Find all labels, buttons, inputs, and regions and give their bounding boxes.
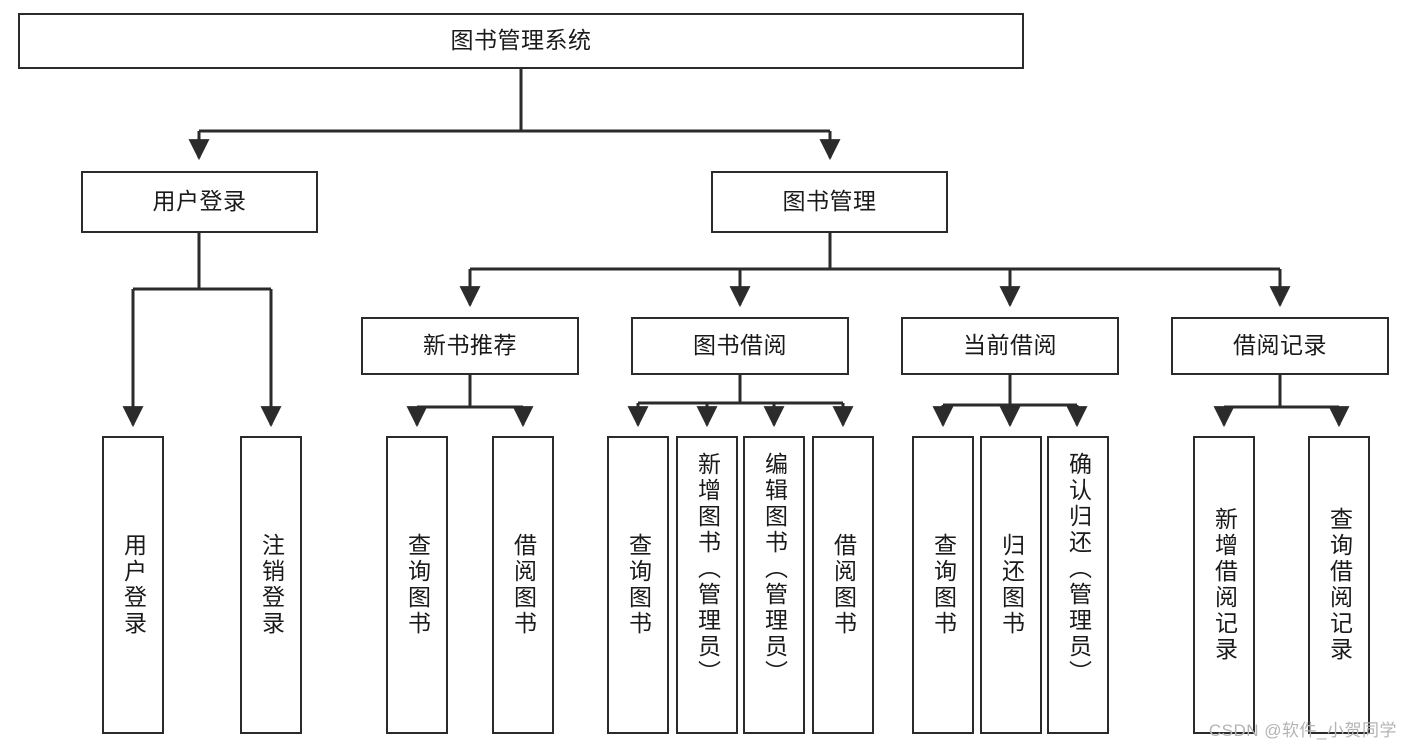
node-user-login[interactable]: 用户登录: [81, 171, 318, 233]
node-borrow-record-label: 借阅记录: [1233, 332, 1327, 359]
node-book-management-label: 图书管理: [782, 188, 877, 215]
node-leaf-user-login[interactable]: 用户登录: [102, 436, 164, 734]
node-new-book-recommend-label: 新书推荐: [423, 332, 517, 359]
node-current-borrow[interactable]: 当前借阅: [901, 317, 1119, 375]
node-current-borrow-label: 当前借阅: [963, 332, 1057, 359]
node-leaf-query-record-label: 查询借阅记录: [1326, 507, 1353, 663]
node-leaf-borrow-book-1[interactable]: 借阅图书: [492, 436, 554, 734]
node-leaf-borrow-book-2-label: 借阅图书: [830, 533, 857, 637]
node-leaf-add-book-label: 新增图书（管理员）: [694, 452, 721, 686]
node-leaf-query-book-2[interactable]: 查询图书: [607, 436, 669, 734]
node-leaf-add-book[interactable]: 新增图书（管理员）: [676, 436, 738, 734]
node-root-label: 图书管理系统: [450, 27, 592, 54]
node-leaf-query-book-3-label: 查询图书: [930, 533, 957, 637]
node-book-management[interactable]: 图书管理: [711, 171, 948, 233]
node-borrow-record[interactable]: 借阅记录: [1171, 317, 1389, 375]
node-leaf-return-book[interactable]: 归还图书: [980, 436, 1042, 734]
node-leaf-add-record-label: 新增借阅记录: [1211, 507, 1238, 663]
node-leaf-confirm-return-label: 确认归还（管理员）: [1065, 452, 1092, 686]
node-new-book-recommend[interactable]: 新书推荐: [361, 317, 579, 375]
node-leaf-logout-label: 注销登录: [258, 533, 285, 637]
node-leaf-query-book-1-label: 查询图书: [404, 533, 431, 637]
node-root[interactable]: 图书管理系统: [18, 13, 1024, 69]
node-leaf-query-record[interactable]: 查询借阅记录: [1308, 436, 1370, 734]
node-leaf-edit-book[interactable]: 编辑图书（管理员）: [743, 436, 805, 734]
node-leaf-query-book-3[interactable]: 查询图书: [912, 436, 974, 734]
node-leaf-borrow-book-2[interactable]: 借阅图书: [812, 436, 874, 734]
node-leaf-edit-book-label: 编辑图书（管理员）: [761, 452, 788, 686]
node-leaf-logout[interactable]: 注销登录: [240, 436, 302, 734]
node-book-borrow-label: 图书借阅: [693, 332, 787, 359]
node-leaf-return-book-label: 归还图书: [998, 533, 1025, 637]
node-leaf-borrow-book-1-label: 借阅图书: [510, 533, 537, 637]
node-leaf-query-book-2-label: 查询图书: [625, 533, 652, 637]
node-leaf-add-record[interactable]: 新增借阅记录: [1193, 436, 1255, 734]
node-user-login-label: 用户登录: [152, 188, 247, 215]
node-book-borrow[interactable]: 图书借阅: [631, 317, 849, 375]
watermark-text: CSDN @软件_小贺同学: [1208, 721, 1397, 740]
node-leaf-confirm-return[interactable]: 确认归还（管理员）: [1047, 436, 1109, 734]
node-leaf-user-login-label: 用户登录: [120, 533, 147, 637]
node-leaf-query-book-1[interactable]: 查询图书: [386, 436, 448, 734]
